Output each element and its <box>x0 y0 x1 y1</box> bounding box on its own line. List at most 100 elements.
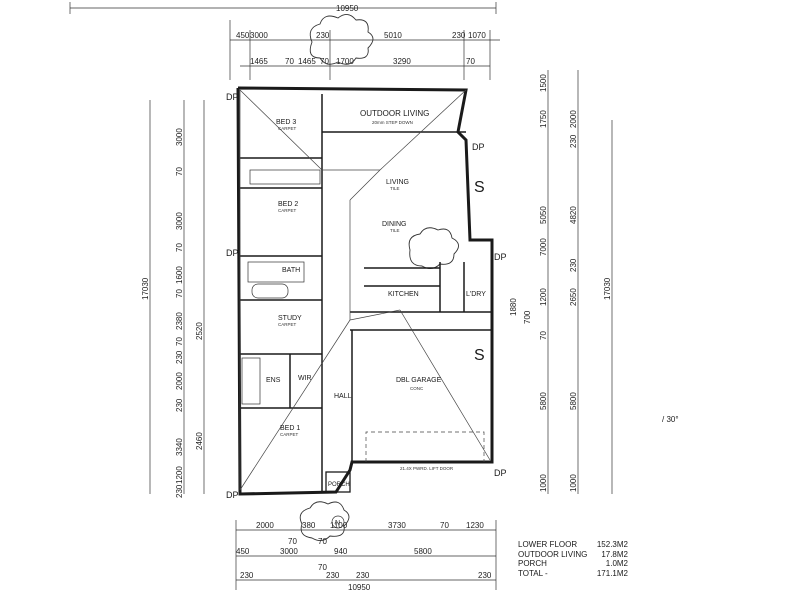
room-bed3: BED 3 <box>276 119 296 126</box>
bottom-dim-230d: 230 <box>478 571 492 580</box>
top-dim-edge-right: 1070 <box>468 31 486 40</box>
room-outdoor-living: OUTDOOR LIVING <box>360 109 429 118</box>
right-dim-6: 7000 <box>539 238 548 256</box>
area-label: PORCH <box>518 559 547 568</box>
overall-width-top: 10950 <box>336 4 359 13</box>
right-dim-9: 2650 <box>569 288 578 306</box>
left-dim-2: 3000 <box>175 212 184 230</box>
bottom-dim-230b: 230 <box>326 571 340 580</box>
area-row-outdoor-living: OUTDOOR LIVING 17.8M2 <box>518 550 628 560</box>
room-porch: PORCH <box>328 482 350 488</box>
bottom-dim-5800: 5800 <box>414 547 432 556</box>
area-row-total: TOTAL - 171.1M2 <box>518 569 628 579</box>
right-dim-14: 5800 <box>569 392 578 410</box>
bottom-dim-2000: 2000 <box>256 521 274 530</box>
dp-marker-3: DP <box>226 490 239 500</box>
room-dining: DINING <box>382 221 407 228</box>
bottom-dimensions: 2000 70 380 70 1100 3730 70 1230 450 300… <box>235 520 497 592</box>
bottom-dim-1100: 1100 <box>330 521 348 530</box>
bottom-dim-1230: 1230 <box>466 521 484 530</box>
right-dim-8: 1200 <box>539 288 548 306</box>
room-bath: BATH <box>282 267 300 274</box>
markers: DP DP DP DP DP DP S S / 30° <box>226 92 679 500</box>
right-dim-12: 70 <box>539 331 548 340</box>
dp-marker-1: DP <box>226 92 239 102</box>
sewer-marker-1: S <box>474 179 485 196</box>
left-dim-1: 70 <box>175 167 184 176</box>
tree-bottom <box>299 501 350 541</box>
bottom-dim-940: 940 <box>334 547 348 556</box>
bottom-dim-70a: 70 <box>288 537 297 546</box>
garage-floor: CONC <box>410 386 424 391</box>
area-schedule: LOWER FLOOR 152.3M2 OUTDOOR LIVING 17.8M… <box>518 540 628 578</box>
bottom-dim-3730: 3730 <box>388 521 406 530</box>
dp-marker-6: DP <box>494 468 507 478</box>
dp-marker-2: DP <box>226 248 239 258</box>
right-dim-0: 1500 <box>539 74 548 92</box>
area-value: 1.0M2 <box>605 559 628 568</box>
bottom-dim-450: 450 <box>236 547 250 556</box>
bed2-floor: CARPET <box>278 208 297 213</box>
right-dim-5: 4820 <box>569 206 578 224</box>
left-dimensions: 17030 3000 70 3000 70 1600 70 2520 2380 … <box>141 100 205 498</box>
area-row-porch: PORCH 1.0M2 <box>518 559 628 569</box>
right-dim-11: 700 <box>523 310 532 324</box>
overall-width-bottom: 10950 <box>348 583 371 592</box>
room-laundry: L'DRY <box>466 291 486 298</box>
room-bed1: BED 1 <box>280 425 300 432</box>
top-dim-1700: 1700 <box>336 57 354 66</box>
roof-lines <box>239 89 491 491</box>
area-label: TOTAL - <box>518 568 548 578</box>
area-value: 152.3M2 <box>596 540 628 549</box>
area-row-lower-floor: LOWER FLOOR 152.3M2 <box>518 540 628 550</box>
area-label: LOWER FLOOR <box>518 540 578 549</box>
note-step-down: 20mm STEP DOWN <box>372 120 413 125</box>
bottom-dim-380: 380 <box>302 521 316 530</box>
right-dim-2: 2000 <box>569 110 578 128</box>
overall-depth-right: 17030 <box>603 277 612 300</box>
top-dim-1465a: 1465 <box>250 57 268 66</box>
area-value: 171.1M2 <box>596 568 628 578</box>
area-value: 17.8M2 <box>601 549 628 559</box>
right-dimensions: 1500 1750 2000 230 5050 4820 7000 230 12… <box>509 70 613 494</box>
bottom-dim-230c: 230 <box>356 571 370 580</box>
right-dim-15: 1000 <box>539 474 548 492</box>
left-dim-0: 3000 <box>175 128 184 146</box>
top-dim-5010: 5010 <box>384 31 402 40</box>
north-arrow-icon: N <box>331 515 345 529</box>
left-dim-12: 230 <box>175 398 184 412</box>
dp-marker-5: DP <box>494 252 507 262</box>
room-labels: OUTDOOR LIVING 20mm STEP DOWN BED 3 CARP… <box>266 109 486 488</box>
dp-marker-4: DP <box>472 142 485 152</box>
left-dim-7: 2380 <box>175 312 184 330</box>
top-dim-1465b: 1465 <box>298 57 316 66</box>
bottom-dim-70d: 70 <box>318 563 327 572</box>
left-dim-4: 1600 <box>175 266 184 284</box>
room-wir: WIR <box>298 375 312 382</box>
left-dim-15: 230 <box>175 484 184 498</box>
top-dim-70a: 70 <box>285 57 294 66</box>
overall-depth-left: 17030 <box>141 277 150 300</box>
bed3-floor: CARPET <box>278 126 297 131</box>
left-dim-13: 3340 <box>175 438 184 456</box>
left-dim-10: 2000 <box>175 372 184 390</box>
room-living: LIVING <box>386 179 409 186</box>
top-dim-edge-left: 450 <box>236 31 250 40</box>
sewer-marker-2: S <box>474 347 485 364</box>
dining-floor: TILE <box>390 228 400 233</box>
right-dim-7: 230 <box>569 258 578 272</box>
top-dim-70c: 70 <box>466 57 475 66</box>
bottom-dim-230a: 230 <box>240 571 254 580</box>
right-dim-10: 1880 <box>509 298 518 316</box>
note-garage-door: 21.4X PWRD. LIFT DOOR <box>400 466 454 471</box>
right-dim-16: 1000 <box>569 474 578 492</box>
top-dimensions: 10950 450 3000 230 5010 230 1070 1465 70… <box>69 2 500 80</box>
left-dim-9: 230 <box>175 350 184 364</box>
right-dim-4: 5050 <box>539 206 548 224</box>
room-ens: ENS <box>266 377 281 384</box>
bottom-dim-70b: 70 <box>318 537 327 546</box>
tree-top <box>309 14 374 65</box>
top-dim-3000: 3000 <box>250 31 268 40</box>
right-dim-3: 230 <box>569 134 578 148</box>
